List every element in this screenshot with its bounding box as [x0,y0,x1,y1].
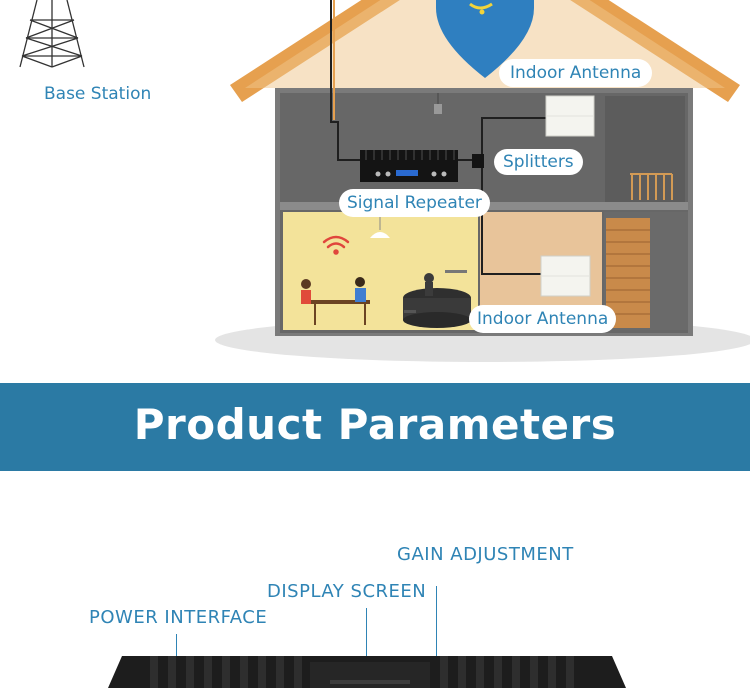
display-screen-label: DISPLAY SCREEN [267,581,427,602]
indoor-antenna-top-label: Indoor Antenna [499,59,653,87]
display-screen-leader [366,608,367,688]
splitters-label: Splitters [494,149,583,175]
repeater-device-image [108,656,626,688]
signal-repeater-device-icon [360,150,458,182]
base-station-tower-icon [19,0,85,68]
base-station-label: Base Station [44,84,152,104]
gain-adjustment-label: GAIN ADJUSTMENT [397,544,574,565]
section-title: Product Parameters [133,400,617,449]
signal-repeater-label: Signal Repeater [339,189,490,217]
section-banner [0,383,750,471]
indoor-antenna-top-icon [545,95,595,137]
indoor-antenna-bottom-label: Indoor Antenna [469,305,617,333]
splitter-icon [472,154,484,168]
location-pin-icon [436,0,534,78]
gain-adjustment-leader [436,586,437,688]
wifi-icon [322,235,350,255]
indoor-antenna-bottom-icon [540,255,591,297]
installation-diagram: Base Station Indoor Antenna Splitters Si… [19,0,750,362]
power-interface-label: POWER INTERFACE [89,607,268,628]
dining-scene-icon [301,270,471,328]
